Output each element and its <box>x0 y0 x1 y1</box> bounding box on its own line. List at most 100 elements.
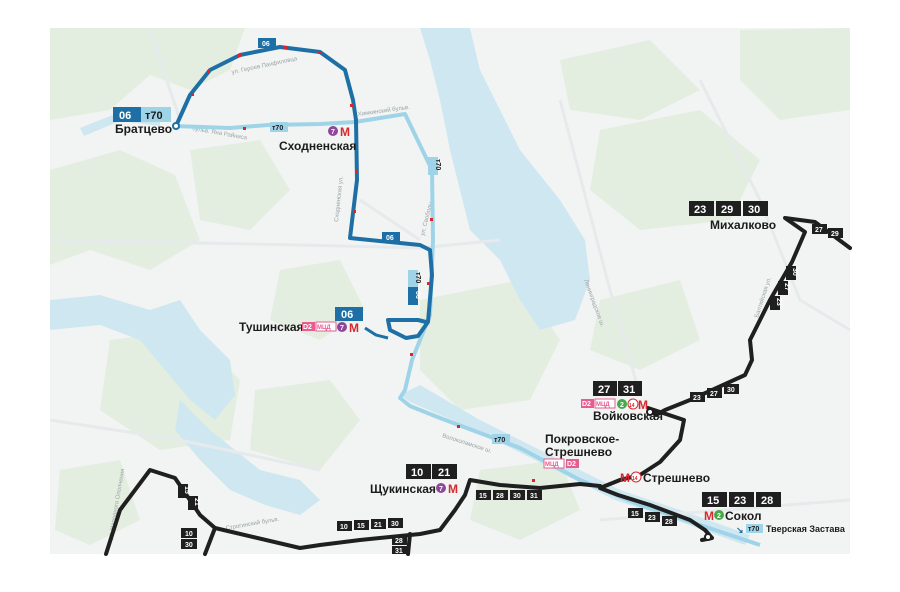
stop-marker <box>284 46 287 49</box>
metro-line-7-icon <box>337 322 347 332</box>
chip-23-voyk <box>690 392 705 402</box>
route-badge-21 <box>432 464 457 479</box>
route-t70-line <box>174 112 761 547</box>
stop-marker <box>532 479 535 482</box>
chip-23-voyk-text: 23 <box>693 395 701 402</box>
station-tushinskaya[interactable]: 06 Тушинская D2 МЦД 7 M <box>239 307 363 335</box>
chip-31-south <box>392 546 407 554</box>
park-area <box>50 28 245 120</box>
chip-15-nw-text: 15 <box>183 486 190 494</box>
chip-06-mid <box>382 232 400 242</box>
stop-marker <box>427 282 430 285</box>
chip-10-sw-text: 10 <box>340 524 348 531</box>
station-tverskaya-zastava[interactable]: ↘ т70 Тверская Застава <box>736 524 846 535</box>
park-area <box>420 280 560 410</box>
chip-28-sokol <box>662 516 677 526</box>
station-sokol[interactable]: 15 23 28 M 2 Сокол <box>702 492 781 523</box>
route-badge-t70 <box>141 107 171 122</box>
mcd-badge <box>315 321 337 332</box>
metro-line-2-icon <box>714 510 724 520</box>
d2-badge-text: D2 <box>303 324 312 331</box>
route-badge-06-tush-text: 06 <box>341 309 353 321</box>
chip-30-left-text: 30 <box>185 542 193 549</box>
stop-marker <box>457 425 460 428</box>
route-badge-15-text: 15 <box>707 495 719 507</box>
chip-t70-vert2 <box>408 270 418 287</box>
park-area <box>560 40 700 120</box>
station-mikhalkovo[interactable]: 23 29 30 Михалково <box>689 201 776 232</box>
terminal-voykovskaya <box>646 408 654 416</box>
route-badge-06 <box>113 107 141 122</box>
street-line <box>148 29 182 121</box>
metro-m-icon: M <box>349 321 359 335</box>
station-label-mikhalkovo: Михалково <box>710 218 776 232</box>
station-voykovskaya[interactable]: 27 31 D2 МЦД 2 14 M Войковская <box>581 381 663 423</box>
metro-line-2-icon <box>617 399 627 409</box>
stop-marker <box>243 127 246 130</box>
route-badge-15 <box>702 492 727 507</box>
stop-markers <box>191 46 535 482</box>
park-area <box>55 460 140 545</box>
route-badge-28-text: 28 <box>761 495 773 507</box>
chip-15-sokol <box>628 508 643 518</box>
park-area <box>190 140 290 230</box>
metro-m-icon: M <box>638 398 648 412</box>
station-skhodnenskaya[interactable]: 7 M Сходненская <box>279 125 356 153</box>
line-chips: 06 т70 06 т70 06 т70 т70 27 29 30 27 23 … <box>178 38 843 555</box>
mcd-badge <box>594 398 616 409</box>
route-black-west <box>104 468 602 556</box>
station-pokrovskoe-streshnevo[interactable]: Покровское- Стрешнево МЦД D2 <box>543 432 619 469</box>
chip-30-sw <box>388 518 403 528</box>
station-streshnevo[interactable]: M 14 Стрешнево <box>620 471 710 485</box>
chip-27-ne-text: 27 <box>815 227 823 234</box>
route-black-sw-branch <box>203 526 217 556</box>
chip-15-sw <box>354 520 369 530</box>
stop-marker <box>353 210 356 213</box>
chip-21-nw <box>188 496 198 510</box>
metro-m-icon: M <box>340 125 350 139</box>
chip-10-left-text: 10 <box>185 531 193 538</box>
d2-badge <box>581 399 594 408</box>
stop-marker <box>318 51 321 54</box>
chip-06-top <box>258 38 276 48</box>
station-label-tverskaya-zastava: Тверская Застава <box>766 524 846 534</box>
mcd-badge-text: МЦД <box>545 462 559 468</box>
chip-30-shch <box>510 490 525 500</box>
chip-29-ne <box>828 228 843 238</box>
chip-10-sw <box>337 521 352 531</box>
street-label-skhodnenskaya: Сходненская ул. <box>334 176 345 223</box>
mcc-line-14-icon <box>630 471 642 483</box>
station-label-tushinskaya: Тушинская <box>239 320 304 334</box>
mcd-badge-text: МЦД <box>317 325 331 331</box>
chip-30-voyk-text: 30 <box>727 387 735 394</box>
station-label-sokol: Сокол <box>725 509 762 523</box>
route-06-spur <box>364 326 389 340</box>
chip-t70-vert-text: т70 <box>434 159 441 170</box>
station-label-streshnevo: Стрешнево <box>643 471 710 485</box>
stop-marker <box>430 218 433 221</box>
mcc-line-14-icon <box>627 398 639 410</box>
station-label-shchukinskaya: Щукинская <box>370 482 436 496</box>
mcd-badge <box>543 458 565 469</box>
chip-23-balt-text: 23 <box>775 298 782 306</box>
stop-marker <box>355 170 358 173</box>
route-badge-31-text: 31 <box>623 384 635 396</box>
routes-black <box>104 216 852 556</box>
chip-23-sokol <box>645 512 660 522</box>
station-bratsevo[interactable]: 06 т70 Братцево <box>113 107 172 136</box>
chip-23-balt <box>770 296 780 310</box>
station-shchukinskaya[interactable]: 10 21 Щукинская 7 M <box>370 464 458 496</box>
route-badge-06-text: 06 <box>119 110 131 122</box>
river-moskva-south <box>175 400 320 515</box>
d2-badge-text: D2 <box>567 461 576 468</box>
parks <box>50 28 850 545</box>
route-badge-23 <box>689 201 714 216</box>
station-label-voykovskaya: Войковская <box>593 409 663 423</box>
metro-line-7-icon <box>328 126 338 136</box>
mcd-badge-text: МЦД <box>596 402 610 408</box>
station-label-pokrovskoe-2: Стрешнево <box>545 445 612 459</box>
stop-marker <box>410 353 413 356</box>
metro-line-7-icon <box>436 483 446 493</box>
stop-marker <box>350 104 353 107</box>
chip-t70-volok <box>492 434 510 444</box>
